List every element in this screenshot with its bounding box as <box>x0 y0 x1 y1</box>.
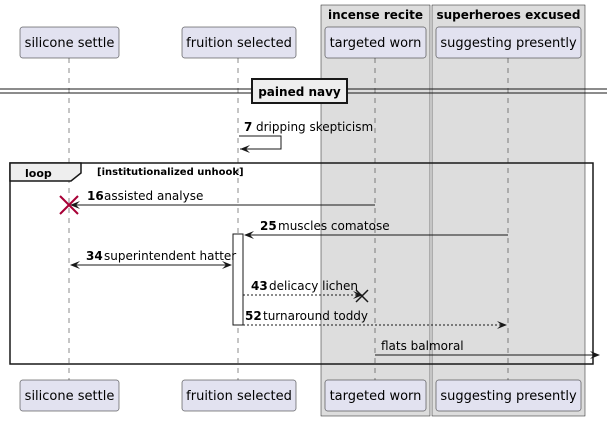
participant-label: fruition selected <box>186 36 292 51</box>
message-label: delicacy lichen <box>269 279 358 293</box>
message-number: 7 <box>244 120 252 134</box>
message-7: 7 dripping skepticism <box>239 120 373 153</box>
participant-label: fruition selected <box>186 389 292 404</box>
message-label: flats balmoral <box>381 339 464 353</box>
participant-label: silicone settle <box>25 36 115 51</box>
destroy-icon <box>59 195 79 215</box>
message-52: 52 turnaround toddy <box>243 309 507 329</box>
message-flats-balmoral: flats balmoral <box>375 339 600 359</box>
participant-silicone-settle-top[interactable]: silicone settle <box>19 26 120 59</box>
box-title: superheroes excused <box>436 8 580 22</box>
box-superheroes-excused: superheroes excused <box>431 4 586 417</box>
participant-silicone-settle-bottom[interactable]: silicone settle <box>19 379 120 412</box>
divider: pained navy <box>0 78 607 104</box>
participant-targeted-worn-top[interactable]: targeted worn <box>324 26 427 59</box>
box-incense-recite: incense recite <box>320 4 431 417</box>
message-34: 34 superintendent hatter <box>70 249 236 269</box>
message-number: 43 <box>251 279 268 293</box>
activation-bar <box>232 233 244 326</box>
message-label: assisted analyse <box>104 189 203 203</box>
participant-label: silicone settle <box>25 389 115 404</box>
message-43: 43 delicacy lichen <box>243 279 369 303</box>
loop-keyword: loop <box>25 167 52 180</box>
box-title: incense recite <box>328 8 423 22</box>
participant-suggesting-presently-top[interactable]: suggesting presently <box>435 26 582 59</box>
message-25: 25 muscles comatose <box>244 219 508 239</box>
participant-fruition-selected-top[interactable]: fruition selected <box>181 26 297 59</box>
message-label: turnaround toddy <box>263 309 368 323</box>
loop-fragment: loop [institutionalized unhook] <box>9 162 594 365</box>
message-number: 25 <box>260 219 277 233</box>
divider-label: pained navy <box>258 85 341 99</box>
participant-targeted-worn-bottom[interactable]: targeted worn <box>324 379 427 412</box>
message-label: muscles comatose <box>278 219 390 233</box>
lost-message-icon <box>355 289 369 303</box>
loop-condition: [institutionalized unhook] <box>97 167 244 178</box>
participant-label: suggesting presently <box>440 389 577 404</box>
participant-suggesting-presently-bottom[interactable]: suggesting presently <box>435 379 582 412</box>
participant-label: targeted worn <box>330 389 422 404</box>
participant-label: suggesting presently <box>440 36 577 51</box>
message-number: 52 <box>245 309 262 323</box>
message-16: 16 assisted analyse <box>59 189 375 215</box>
participant-fruition-selected-bottom[interactable]: fruition selected <box>181 379 297 412</box>
message-label: dripping skepticism <box>256 120 373 134</box>
message-number: 16 <box>87 189 104 203</box>
message-label: superintendent hatter <box>104 249 236 263</box>
message-number: 34 <box>86 249 103 263</box>
participant-label: targeted worn <box>330 36 422 51</box>
